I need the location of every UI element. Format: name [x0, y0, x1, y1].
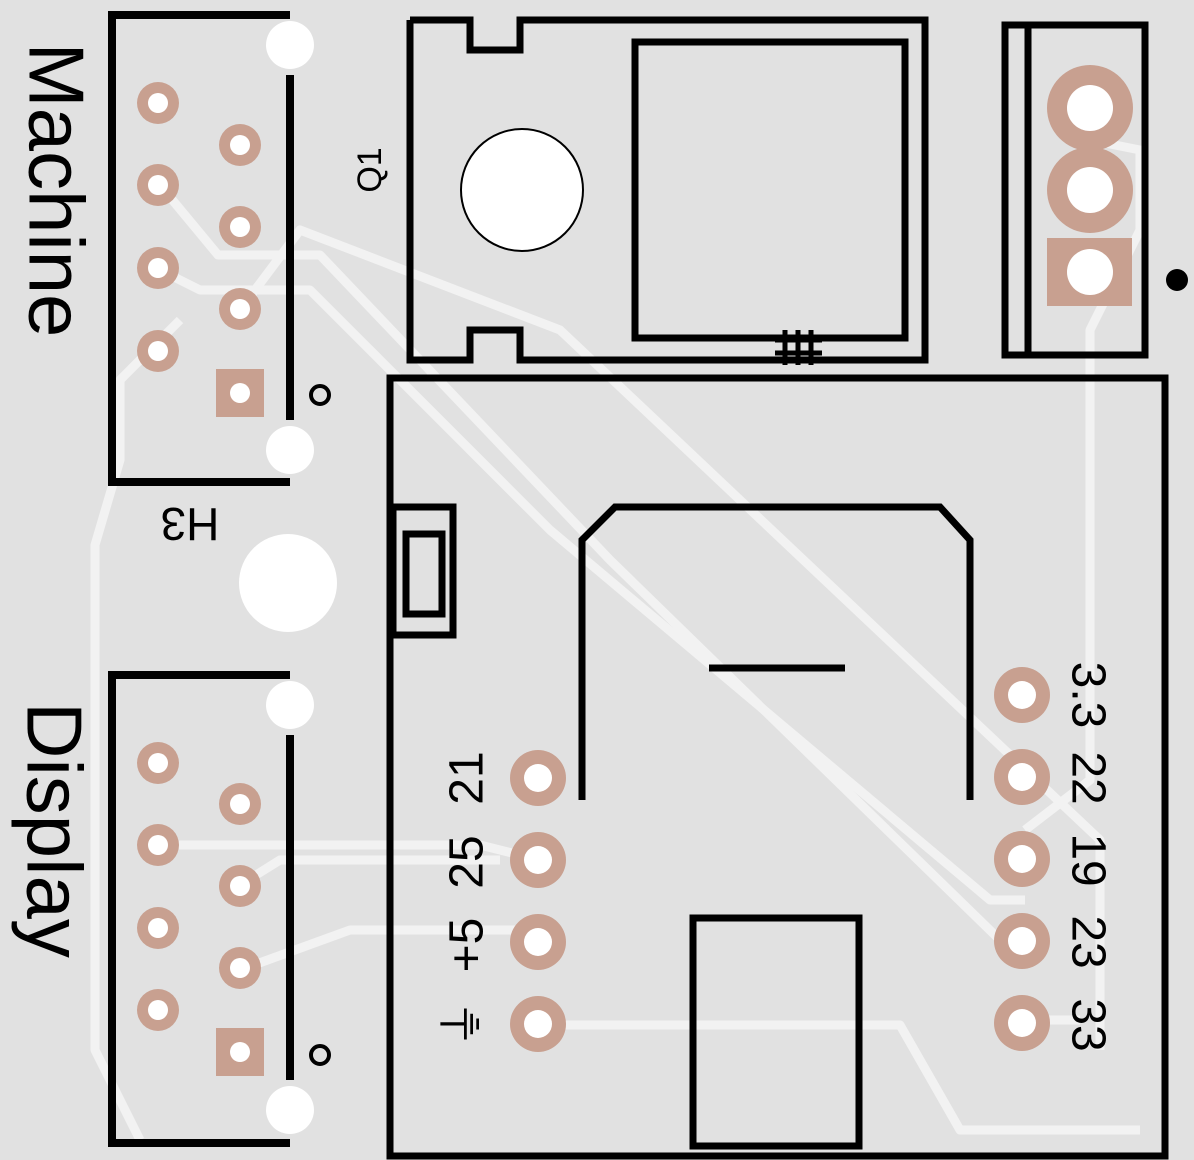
pin-label-33: 33: [1061, 998, 1114, 1051]
pin-label-23: 23: [1061, 915, 1114, 968]
pin-label-25: 25: [441, 835, 494, 888]
h3-label: H3: [161, 498, 220, 550]
pin-label-gnd: ⏚: [437, 1000, 490, 1048]
trace: [90, 316, 184, 1143]
power-header: [1001, 21, 1149, 359]
mounting-hole: [266, 1086, 314, 1134]
h4-connector: [108, 671, 294, 1147]
pin-label-19: 19: [1061, 833, 1114, 886]
machine-label: Machine: [12, 43, 100, 338]
pin1-marker: [309, 1044, 331, 1066]
mounting-hole: [266, 426, 314, 474]
module-left-pads: [510, 750, 566, 1052]
pin-label-21: 21: [441, 751, 494, 804]
trace: [157, 265, 1025, 905]
pin-label-22: 22: [1061, 751, 1114, 804]
q1-mounting-hole: [460, 128, 584, 252]
esp32-module: [386, 374, 1169, 1160]
pin-label-5v: +5: [441, 918, 494, 973]
q1-transistor: [406, 16, 929, 364]
pin1-dot: [1166, 269, 1188, 291]
mounting-hole: [266, 21, 314, 69]
pin-label-3v3: 3.3: [1061, 662, 1114, 729]
q1-pin-marks: [775, 330, 822, 365]
mounting-hole-large: [239, 534, 337, 632]
q1-label: Q1: [351, 147, 389, 192]
h4-label-partial: H4: [166, 1158, 225, 1160]
trace: [238, 925, 540, 975]
trace-layer: [90, 135, 1145, 1143]
mounting-hole: [266, 681, 314, 729]
h4-pads: [137, 742, 264, 1076]
trace: [540, 1020, 1140, 1135]
trace: [236, 225, 1105, 1050]
display-label: Display: [10, 702, 98, 958]
h3-pads: [137, 82, 264, 417]
h3-connector: [108, 11, 294, 486]
module-right-pads: [994, 667, 1050, 1051]
pin1-marker: [309, 384, 331, 406]
